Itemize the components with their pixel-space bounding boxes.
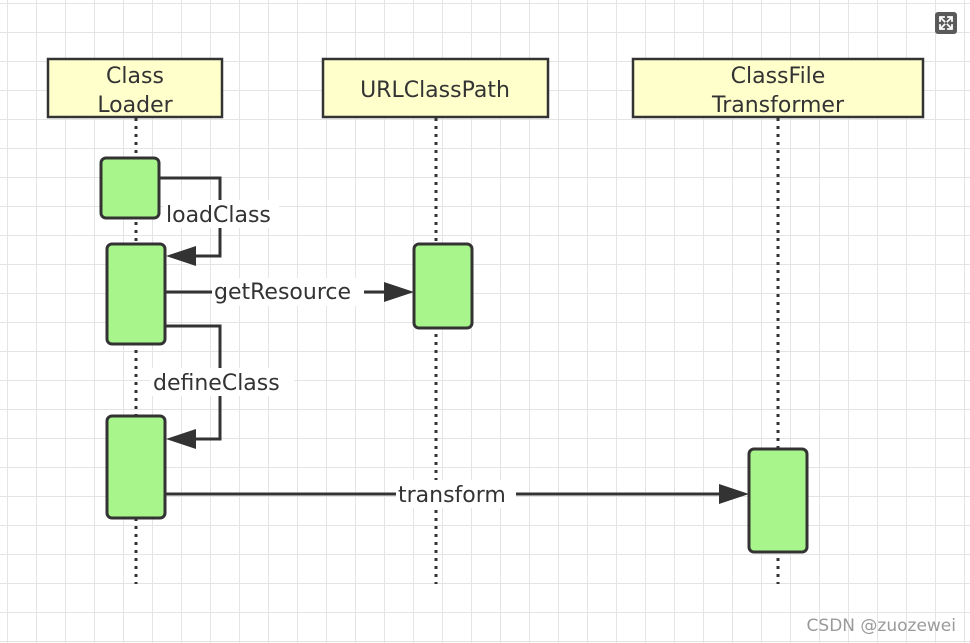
lifeline-label-line1: URLClassPath <box>360 78 510 103</box>
message-label: defineClass <box>153 371 280 396</box>
expand-button[interactable] <box>935 12 957 34</box>
activation-bar-class-loader-2 <box>105 242 167 346</box>
lifeline-box <box>46 57 224 119</box>
lifeline-classfile-transformer: ClassFile Transformer <box>631 57 925 119</box>
lifeline-label-line1: Class <box>106 64 164 89</box>
message-get-resource: getResource <box>165 278 414 306</box>
activation-bar-classfile-transformer <box>747 447 809 554</box>
lifeline-label-line2: Loader <box>97 93 173 118</box>
message-label: loadClass <box>166 203 271 228</box>
arrowhead-icon <box>166 246 196 266</box>
watermark: CSDN @zuozewei <box>806 616 956 636</box>
activation-bar-urlclasspath <box>412 242 474 330</box>
arrowhead-icon <box>166 429 196 449</box>
lifeline-urlclasspath: URLClassPath <box>321 57 550 119</box>
message-label: transform <box>398 483 506 508</box>
message-load-class: loadClass <box>159 176 279 266</box>
message-label-bg <box>396 480 516 508</box>
message-label: getResource <box>214 280 351 305</box>
lifeline-box <box>321 57 550 119</box>
activation-bar-class-loader-3 <box>105 414 167 520</box>
message-label-bg <box>163 200 279 228</box>
arrowhead-icon <box>384 282 414 302</box>
message-label-bg <box>212 278 364 306</box>
expand-icon <box>939 16 953 30</box>
lifeline-label-line2: Transformer <box>711 93 845 118</box>
activation-bar-class-loader-1 <box>99 156 161 220</box>
message-define-class: defineClass <box>150 324 294 449</box>
message-transform: transform <box>165 480 749 508</box>
lifeline-label-line1: ClassFile <box>731 64 826 89</box>
arrowhead-icon <box>719 484 749 504</box>
lifeline-box <box>631 57 925 119</box>
message-label-bg <box>150 368 294 396</box>
lifeline-class-loader: Class Loader <box>46 57 224 119</box>
